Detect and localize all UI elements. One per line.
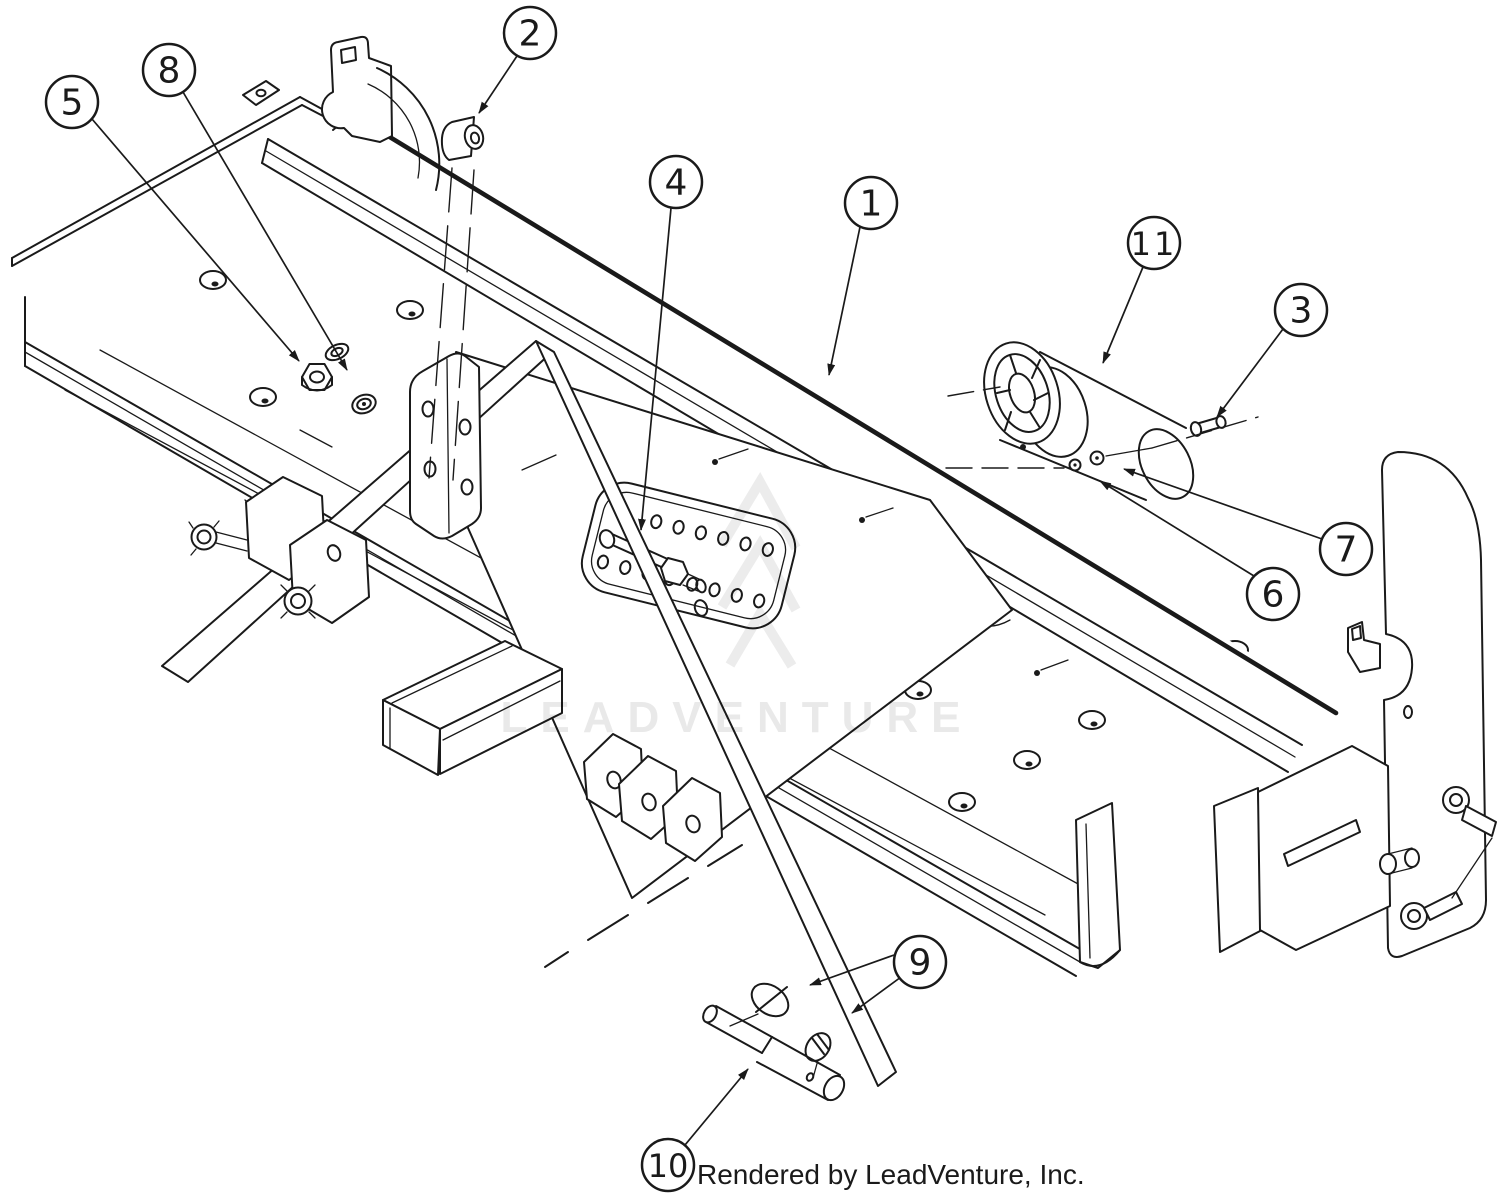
callout-6[interactable]: 6 xyxy=(1245,566,1301,622)
bottom-hitch-lugs xyxy=(583,733,723,862)
svg-text:5: 5 xyxy=(61,83,84,124)
callout-5[interactable]: 5 xyxy=(44,74,100,130)
left-hitch-lugs xyxy=(188,476,370,624)
keps-washer-part xyxy=(351,393,377,415)
callout-3[interactable]: 3 xyxy=(1273,282,1329,338)
deck-holes xyxy=(199,270,1249,812)
leader-3 xyxy=(1216,328,1284,418)
small-pin-part xyxy=(1189,415,1227,437)
leader-10 xyxy=(684,1068,749,1146)
bushing-part xyxy=(440,116,485,161)
leader-1 xyxy=(827,226,861,376)
callout-4[interactable]: 4 xyxy=(648,154,704,210)
svg-text:10: 10 xyxy=(648,1147,689,1185)
callouts: 1 2 3 4 5 6 7 8 xyxy=(44,5,1374,1193)
callout-8[interactable]: 8 xyxy=(141,42,197,98)
svg-text:4: 4 xyxy=(665,163,688,204)
svg-text:8: 8 xyxy=(158,51,181,92)
callout-10[interactable]: 10 xyxy=(640,1137,696,1193)
leader-11 xyxy=(1102,266,1144,364)
leader-lines xyxy=(91,55,1323,1146)
right-end-assembly xyxy=(1075,451,1497,969)
leader-8 xyxy=(182,91,348,371)
loose-parts xyxy=(301,116,1227,1102)
clevis-pin-part xyxy=(702,1004,846,1102)
leadventure-flame-logo xyxy=(717,471,801,669)
washers-6-7 xyxy=(1068,450,1105,472)
roller-part xyxy=(983,341,1195,501)
cotter-clips xyxy=(729,982,832,1079)
watermark-text: LEADVENTURE xyxy=(500,693,973,742)
svg-text:7: 7 xyxy=(1335,530,1358,571)
callout-9[interactable]: 9 xyxy=(892,934,948,990)
leader-5 xyxy=(91,118,300,362)
leader-4 xyxy=(638,207,672,531)
mast-bracket xyxy=(409,352,482,540)
callout-1[interactable]: 1 xyxy=(843,175,899,231)
callout-2[interactable]: 2 xyxy=(502,5,558,61)
watermark: LEADVENTURE xyxy=(500,471,973,742)
svg-text:2: 2 xyxy=(519,14,542,55)
svg-text:11: 11 xyxy=(1131,225,1178,263)
callout-7[interactable]: 7 xyxy=(1318,521,1374,577)
frame-assembly xyxy=(11,35,1497,1087)
callout-11[interactable]: 11 xyxy=(1126,215,1182,271)
svg-text:6: 6 xyxy=(1262,575,1285,616)
svg-text:9: 9 xyxy=(909,943,932,984)
leader-7 xyxy=(1123,468,1323,540)
top-rail xyxy=(261,110,1345,773)
svg-text:1: 1 xyxy=(860,184,883,225)
leader-9a xyxy=(809,954,895,986)
corner-bracket xyxy=(320,35,441,191)
leader-2 xyxy=(478,55,518,114)
hex-nut-part xyxy=(301,363,333,392)
leader-9b xyxy=(851,976,902,1014)
svg-text:3: 3 xyxy=(1290,291,1313,332)
centerlines xyxy=(299,167,1259,968)
hitch-tube xyxy=(382,640,563,776)
footer-credit: Rendered by LeadVenture, Inc. xyxy=(697,1159,1085,1190)
leader-6 xyxy=(1099,480,1255,577)
